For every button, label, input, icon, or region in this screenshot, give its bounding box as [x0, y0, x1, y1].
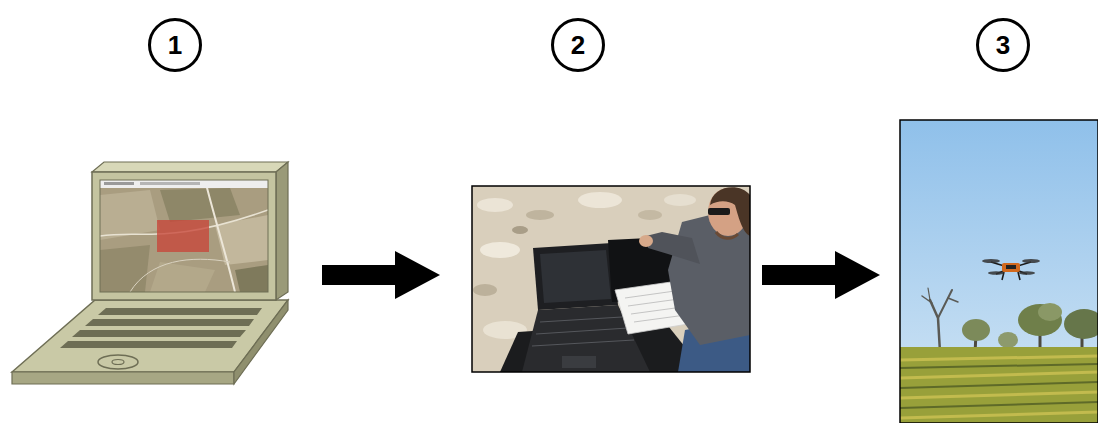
laptop-lid-top — [92, 162, 288, 172]
area-of-interest — [157, 220, 209, 252]
drone-photo — [900, 120, 1098, 423]
touchpad — [98, 355, 138, 369]
flow-arrow — [762, 251, 880, 299]
laptop-lid-side — [276, 162, 288, 300]
laptop-base-front — [12, 372, 234, 384]
field-setup-photo — [472, 186, 750, 372]
number-circle: 1 — [148, 18, 202, 72]
keyboard-stripes — [60, 308, 262, 348]
hand — [639, 235, 653, 247]
callout-number: 2 — [571, 32, 585, 58]
step-panel: 2 — [440, 15, 762, 395]
callout-number: 1 — [168, 32, 182, 58]
step-panel: 3 — [880, 15, 1098, 423]
touchpad-center — [112, 360, 124, 365]
laptop-illustration — [12, 162, 288, 384]
number-circle: 3 — [976, 18, 1030, 72]
callout-number: 3 — [996, 32, 1010, 58]
satellite-map — [100, 180, 268, 292]
olive-trees — [962, 303, 1098, 352]
number-circle: 2 — [551, 18, 605, 72]
laptop-screen — [533, 243, 618, 310]
drone — [982, 259, 1040, 280]
sunglasses — [708, 208, 730, 215]
step-panel: 1 — [30, 15, 322, 395]
vineyard — [900, 347, 1098, 423]
flow-arrow — [322, 251, 440, 299]
bare-tree — [922, 288, 958, 352]
laptop-lid — [92, 172, 276, 300]
